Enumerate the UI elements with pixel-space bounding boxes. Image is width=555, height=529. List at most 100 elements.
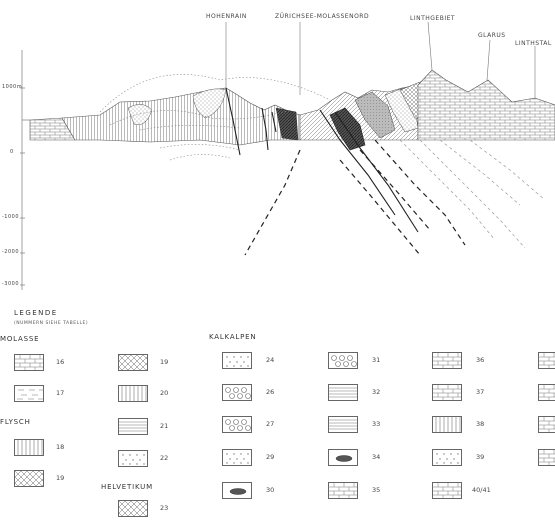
axis-tick-label: -1000 [2,214,20,220]
legend-pattern [15,355,45,372]
legend-pattern [433,353,463,370]
axis-tick-label: 0 [10,149,14,155]
legend-swatch-32 [328,384,359,401]
legend-swatch-20 [118,385,148,403]
legend-pattern [14,470,46,489]
location-label-4: GLARUS [478,32,506,39]
projected-faults [244,139,466,256]
legend-pattern [223,353,251,368]
legend-swatch-cut-3 [538,416,555,434]
legend-group-kalkalpen: KALKALPEN [209,333,257,341]
legend-swatch-34 [328,449,358,466]
legend-group-helvetikum: HELVETIKUM [101,483,153,491]
legend-pattern [119,451,147,466]
legend-number: 19 [160,358,169,366]
legend-number: 17 [56,389,65,397]
legend-swatch-cut-2 [538,384,555,402]
legend-number: 22 [160,454,169,462]
legend-pattern [539,353,555,370]
legend-number: 18 [56,443,65,451]
legend-pattern [539,417,555,434]
legend-pattern [15,386,43,401]
legend-swatch-22 [118,450,148,467]
legend-swatch-21 [118,418,149,435]
legend-number: 35 [372,486,381,494]
eroded-contours [99,74,331,161]
legend-number: 20 [160,389,169,397]
legend-number: 38 [476,420,485,428]
legend-swatch-19b [118,354,150,373]
location-label-5: LINTHSTAL [515,40,552,47]
legend-number: 24 [266,356,275,364]
location-label-1: HOHENRAIN [206,13,247,20]
legend-number: 29 [266,453,275,461]
legend-number: 30 [266,486,275,494]
legend-pattern [15,440,43,457]
molasse-lens-1 [127,104,153,125]
helvetic-dark-band [329,107,366,151]
legend-pattern [329,385,359,400]
location-leaders [225,21,536,100]
legend-swatch-30 [222,482,252,499]
axis-tick-label: -2000 [2,249,20,255]
legend-swatch-18 [14,439,44,457]
legend-swatch-cut-1 [538,352,555,370]
legend-swatch-24 [222,352,252,369]
legend-swatch-19a [14,470,46,489]
legend-pattern [223,385,251,400]
legend-pattern [329,417,359,432]
molasse-lens-3 [275,107,299,141]
legend-pattern [433,417,461,434]
legend-pattern [539,385,555,402]
legend-swatch-37 [432,384,463,402]
legend-swatch-38 [432,416,462,434]
legend-swatch-35 [328,482,359,500]
legend-number: 26 [266,388,275,396]
legend-swatch-40-41 [432,482,463,500]
legend-pattern [539,450,555,467]
legend-pattern [329,450,357,465]
axis-tick-label: -3000 [2,281,20,287]
legend-pattern [433,385,463,402]
legend-number: 33 [372,420,381,428]
legend-number: 34 [372,453,381,461]
legend-number: 39 [476,453,485,461]
legend-pattern [223,417,251,432]
legend-number: 36 [476,356,485,364]
cross-section [20,21,555,290]
legend-number: 16 [56,358,65,366]
legend-pattern [433,450,461,465]
legend-group-molasse: MOLASSE [0,335,40,343]
legend-swatch-33 [328,416,359,433]
legend-subtitle: (NUMMERN SIEHE TABELLE) [14,321,89,326]
projected-faults-light [399,139,546,249]
legend-title: LEGENDE [14,309,58,317]
location-label-3: LINTHGEBIET [410,15,456,22]
legend-group-flysch: FLYSCH [0,418,31,426]
legend-pattern [433,483,463,500]
legend-swatch-39 [432,449,462,466]
location-label-2: ZÜRICHSEE-MOLASSENORD [275,13,370,20]
legend-swatch-27 [222,416,252,433]
legend-number: 40/41 [472,486,491,494]
legend-number: 19 [56,474,65,482]
kalkalpen-massif [417,69,555,141]
legend-pattern [223,483,251,498]
legend-swatch-17 [14,385,44,402]
legend-pattern [223,450,251,465]
helvetic-gray-band [354,91,396,139]
legend-swatch-23 [118,500,150,519]
legend-pattern [118,500,150,519]
legend-swatch-16 [14,354,45,372]
legend-number: 37 [476,388,485,396]
legend-number: 21 [160,422,169,430]
scale-ticks [20,87,25,286]
axis-tick-label: 1000m [2,84,23,90]
molasse-lens-2 [192,88,227,119]
legend-number: 32 [372,388,381,396]
legend-swatch-cut-4 [538,449,555,467]
legend-number: 31 [372,356,381,364]
legend-swatch-29 [222,449,252,466]
legend-pattern [119,386,147,403]
legend-pattern [329,483,359,500]
